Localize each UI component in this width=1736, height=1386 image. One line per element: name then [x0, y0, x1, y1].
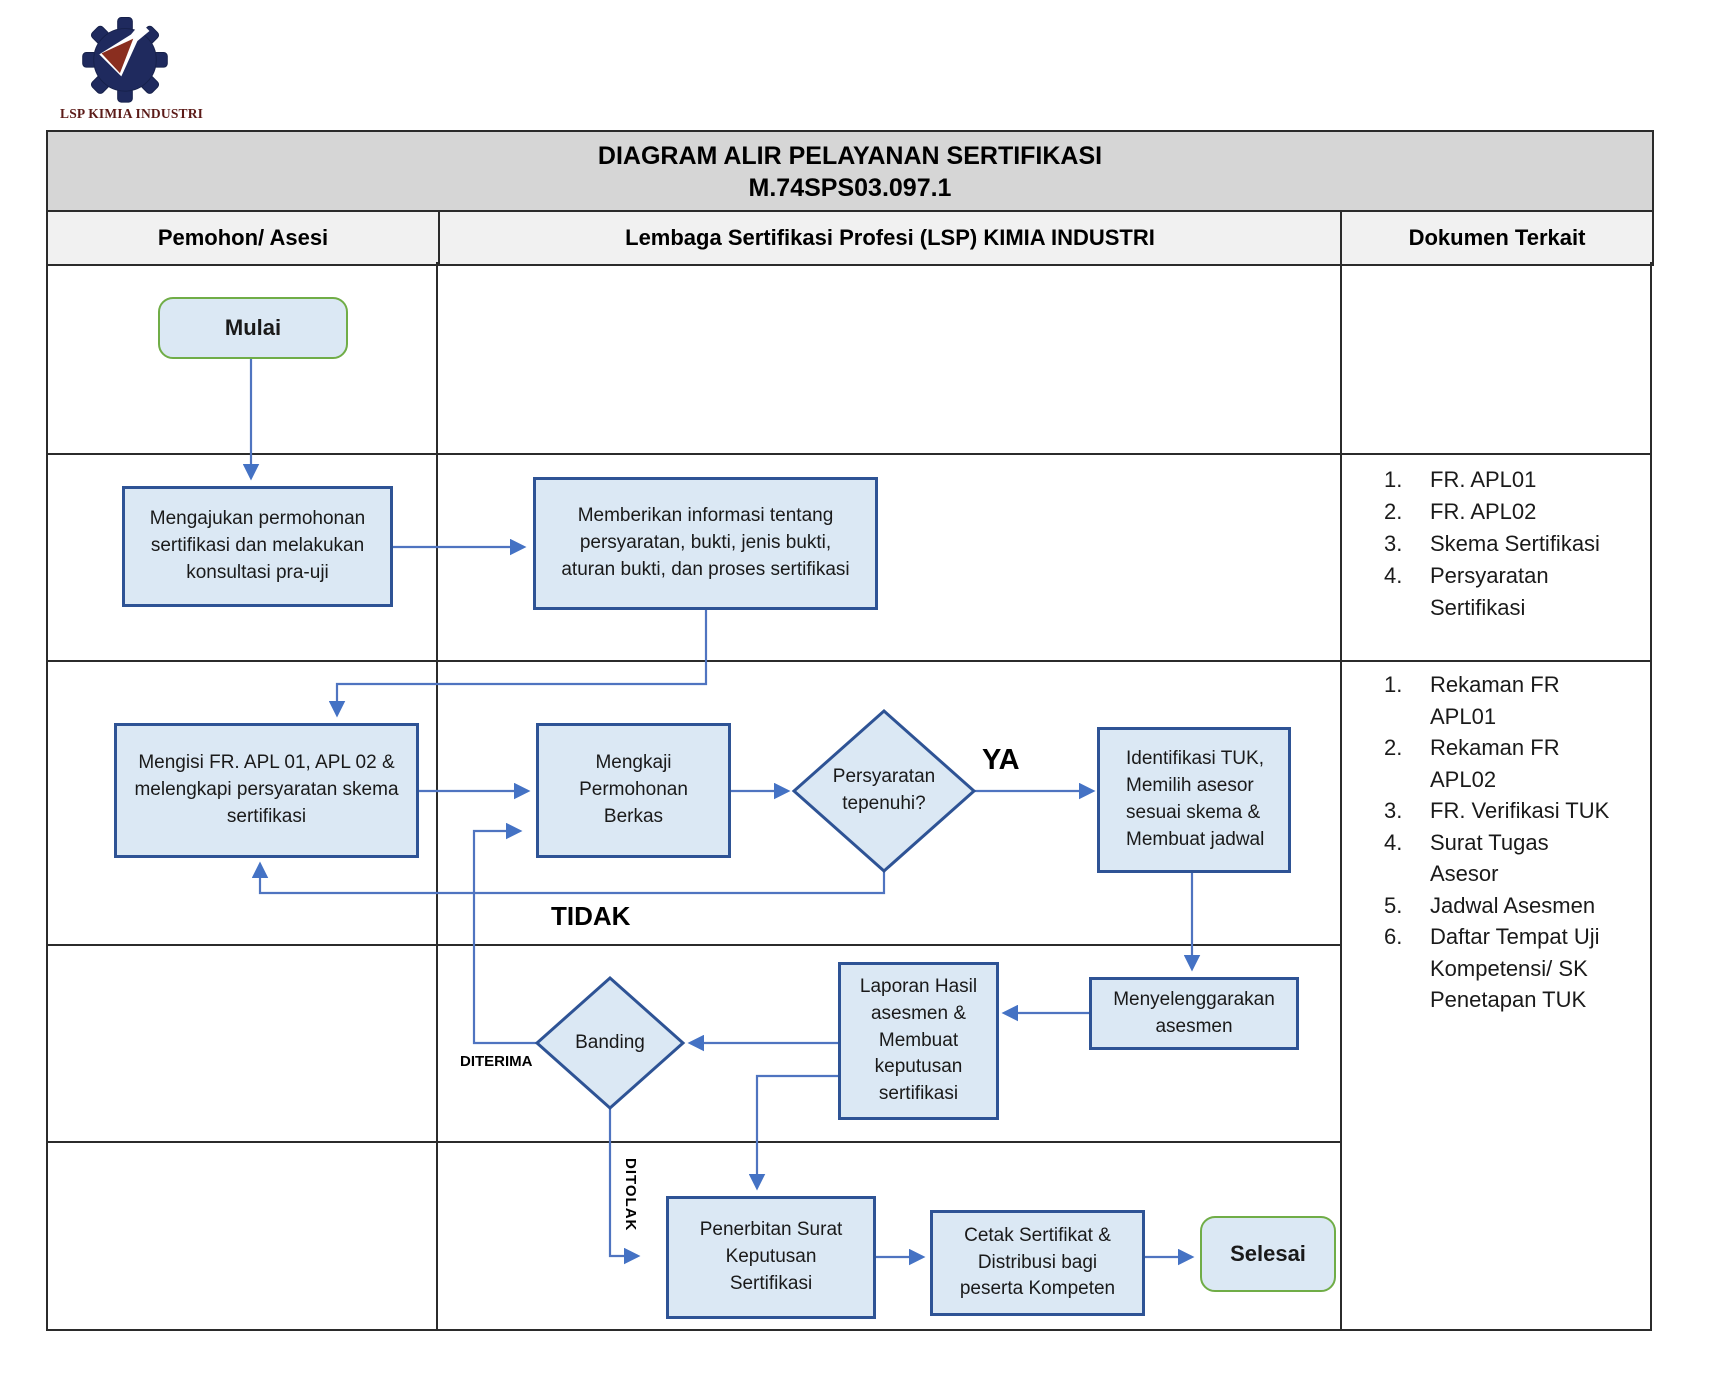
- arrow-appeal-accepted: [472, 822, 537, 1045]
- list-number: 4.: [1384, 829, 1403, 855]
- list-text: Surat Tugas Asesor: [1430, 829, 1549, 887]
- list-number: 3.: [1384, 531, 1403, 556]
- list-text: FR. Verifikasi TUK: [1430, 798, 1610, 823]
- process-apply-box: Mengajukan permohonan sertifikasi dan me…: [122, 486, 393, 607]
- process-review-box: Mengkaji Permohonan Berkas: [536, 723, 731, 858]
- row-line-1: [46, 453, 1652, 455]
- process-fill-forms-box: Mengisi FR. APL 01, APL 02 & melengkapi …: [114, 723, 419, 858]
- list-number: 6.: [1384, 924, 1403, 949]
- decision-appeal-label: Banding: [575, 1031, 645, 1053]
- column-header-row: Pemohon/ Asesi Lembaga Sertifikasi Profe…: [46, 210, 1654, 266]
- row-line-3: [46, 944, 1342, 946]
- list-number: 5.: [1384, 892, 1403, 918]
- list-text: Rekaman FR APL02: [1430, 735, 1560, 792]
- label-rejected: DITOLAK: [622, 1158, 639, 1232]
- decision-appeal-diamond: [534, 975, 686, 1111]
- table-title-bar: DIAGRAM ALIR PELAYANAN SERTIFIKASI M.74S…: [46, 130, 1654, 214]
- document-list-row3: 1. Rekaman FR APL01 2. Rekaman FR APL02 …: [1384, 669, 1640, 1016]
- list-text: FR. APL02: [1430, 499, 1537, 524]
- list-number: 2.: [1384, 499, 1403, 524]
- list-item: 4. Persyaratan Sertifikasi: [1384, 560, 1640, 624]
- list-number: 2.: [1384, 735, 1403, 760]
- column-header-dokumen: Dokumen Terkait: [1340, 212, 1652, 264]
- row-line-2: [46, 660, 1652, 662]
- process-issue-letter-box: Penerbitan Surat Keputusan Sertifikasi: [666, 1196, 876, 1319]
- list-text: Jadwal Asesmen: [1430, 892, 1596, 918]
- decision-requirements-diamond: [791, 708, 977, 874]
- arrow-decision-no-return: [251, 861, 886, 895]
- list-number: 3.: [1384, 798, 1403, 823]
- label-accepted: DITERIMA: [460, 1053, 533, 1070]
- list-item: 1. Rekaman FR APL01: [1384, 669, 1640, 732]
- list-item: 3. FR. Verifikasi TUK: [1384, 795, 1640, 827]
- list-text: Daftar Tempat Uji Kompetensi/ SK Penetap…: [1430, 924, 1600, 1012]
- list-item: 4. Surat Tugas Asesor: [1384, 827, 1640, 890]
- logo: LSP KIMIA INDUSTRI: [60, 12, 204, 122]
- label-no: TIDAK: [551, 901, 631, 931]
- decision-requirements-label: Persyaratan tepenuhi?: [832, 766, 936, 814]
- row-line-4: [46, 1141, 1342, 1143]
- list-item: 2. Rekaman FR APL02: [1384, 732, 1640, 795]
- table-border-left: [46, 262, 48, 1331]
- list-text: Rekaman FR APL01: [1430, 672, 1560, 729]
- arrow-inform-to-fill: [328, 610, 708, 718]
- logo-caption: LSP KIMIA INDUSTRI: [60, 106, 204, 121]
- process-report-box: Laporan Hasil asesmen & Membuat keputusa…: [838, 962, 999, 1120]
- column-header-lsp: Lembaga Sertifikasi Profesi (LSP) KIMIA …: [438, 212, 1340, 264]
- column-divider-2: [1340, 262, 1342, 1331]
- list-item: 6. Daftar Tempat Uji Kompetensi/ SK Pene…: [1384, 921, 1640, 1016]
- list-item: 1. FR. APL01: [1384, 464, 1640, 496]
- document-list-row2: 1. FR. APL01 2. FR. APL02 3. Skema Serti…: [1384, 464, 1640, 624]
- list-text: Persyaratan Sertifikasi: [1430, 563, 1549, 620]
- process-inform-box: Memberikan informasi tentang persyaratan…: [533, 477, 878, 610]
- list-number: 1.: [1384, 467, 1403, 492]
- list-number: 1.: [1384, 672, 1403, 697]
- list-item: 5. Jadwal Asesmen: [1384, 890, 1640, 922]
- label-yes: YA: [982, 744, 1020, 776]
- list-item: 3. Skema Sertifikasi: [1384, 528, 1640, 560]
- page-title: DIAGRAM ALIR PELAYANAN SERTIFIKASI: [597, 141, 1103, 170]
- start-node: Mulai: [158, 297, 348, 359]
- arrow-report-to-issue: [748, 1074, 838, 1191]
- list-number: 4.: [1384, 563, 1403, 588]
- gear-icon: [82, 17, 168, 103]
- flask-liquid: [101, 38, 134, 74]
- table-border-right: [1650, 262, 1652, 1331]
- process-conduct-assessment-box: Menyelenggarakan asesmen: [1089, 977, 1299, 1050]
- list-item: 2. FR. APL02: [1384, 496, 1640, 528]
- logo-gear-flask-icon: [82, 17, 168, 103]
- column-header-pemohon: Pemohon/ Asesi: [157, 225, 329, 250]
- list-text: FR. APL01: [1430, 467, 1537, 492]
- end-node: Selesai: [1200, 1216, 1336, 1292]
- page-subtitle: M.74SPS03.097.1: [748, 173, 952, 202]
- table-border-bottom: [46, 1329, 1652, 1331]
- column-divider-1: [436, 262, 438, 1331]
- process-identify-tuk-box: Identifikasi TUK, Memilih asesor sesuai …: [1097, 727, 1291, 873]
- list-text: Skema Sertifikasi: [1430, 531, 1600, 556]
- arrow-appeal-rejected: [608, 1108, 641, 1265]
- process-print-certificate-box: Cetak Sertifikat & Distribusi bagi peser…: [930, 1210, 1145, 1316]
